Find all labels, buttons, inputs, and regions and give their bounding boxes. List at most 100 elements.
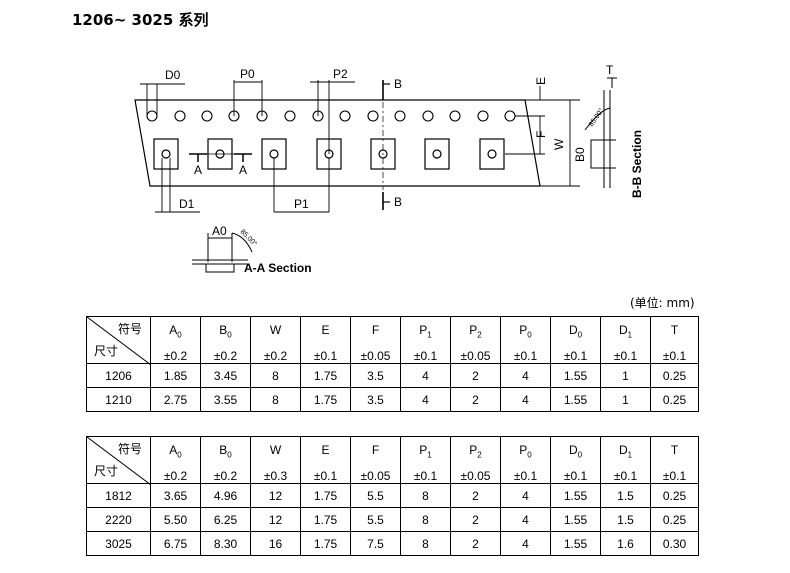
carrier-tape-diagram: D0 P0 P2 B B A A D1 P1 [134,63,644,275]
label-d1: D1 [179,197,195,211]
value-cell: 0.25 [650,387,699,413]
value-cell: 5.5 [350,507,401,533]
symbol-letter: D [568,323,578,337]
column-header: B0±0.2 [200,435,251,485]
column-header: P1 ±0.1 [400,435,451,485]
angle-bb: 85.00° [587,107,605,128]
aa-section-drawing [192,232,253,273]
symbol-subscript: 0 [177,330,182,340]
column-header: B0±0.2 [200,315,251,365]
column-tolerance: ±0.2 [213,469,238,484]
column-tolerance: ±0.05 [460,469,491,484]
symbol-subscript: 2 [477,450,482,460]
column-tolerance: ±0.1 [513,349,538,364]
column-tolerance: ±0.3 [263,469,288,484]
label-a0: A0 [212,224,227,238]
symbol-letter: P [519,443,528,457]
value-cell: 0.25 [650,507,699,533]
column-header: D0±0.1 [550,435,601,485]
symbol-letter: P [469,443,478,457]
column-symbol: B0 [201,323,250,339]
value-cell: 3.5 [350,387,401,413]
column-symbol: E [301,323,350,339]
symbol-letter: P [419,443,428,457]
value-cell: 2.75 [150,387,201,413]
symbol-letter: D [568,443,578,457]
symbol-letter: W [269,443,282,457]
symbol-letter: D [618,443,628,457]
label-d0: D0 [165,68,181,82]
value-cell: 0.25 [650,483,699,509]
symbol-letter: P [419,323,428,337]
column-symbol: A0 [151,323,200,339]
value-cell: 8 [250,363,301,389]
value-cell: 1 [600,363,651,389]
bb-section-title: B-B Section [630,130,644,198]
dim-d1 [155,158,200,213]
value-cell: 3.65 [150,483,201,509]
symbol-letter: A [169,323,178,337]
dim-p0 [233,80,263,116]
column-symbol: T [651,323,698,339]
column-symbol: W [251,323,300,339]
label-p1: P1 [294,197,309,211]
symbol-subscript: 0 [177,450,182,460]
column-tolerance: ±0.05 [360,469,391,484]
symbol-subscript: 1 [627,450,633,460]
value-cell: 2 [450,531,501,557]
label-b0: B0 [573,147,587,162]
size-cell: 2220 [86,507,151,533]
value-cell: 1.55 [550,483,601,509]
page-title: 1206~ 3025 系列 [72,11,209,29]
value-cell: 1 [600,387,651,413]
value-cell: 4 [500,387,551,413]
column-header: D0±0.1 [550,315,601,365]
value-cell: 4 [400,363,451,389]
symbol-subscript: 0 [227,450,232,460]
value-cell: 1.55 [550,507,601,533]
symbol-letter: A [169,443,178,457]
label-a-right: A [239,163,247,177]
value-cell: 12 [250,507,301,533]
symbol-subscript: 0 [577,450,583,460]
value-cell: 6.25 [200,507,251,533]
column-header: W±0.2 [250,315,301,365]
symbol-subscript: 1 [427,450,432,460]
symbol-letter: F [371,323,380,337]
value-cell: 2 [450,483,501,509]
column-symbol: P1 [401,323,450,339]
column-symbol: P2 [451,443,500,459]
column-tolerance: ±0.2 [163,349,188,364]
column-symbol: E [301,443,350,459]
value-cell: 5.50 [150,507,201,533]
dim-p2 [310,80,355,154]
value-cell: 3.45 [200,363,251,389]
corner-size-label: 尺寸 [94,344,119,359]
value-cell: 7.5 [350,531,401,557]
value-cell: 4 [500,363,551,389]
column-symbol: D1 [601,323,650,339]
column-header: E±0.1 [300,435,351,485]
column-header: T ±0.1 [650,315,699,365]
value-cell: 1.5 [600,507,651,533]
label-p2: P2 [333,67,348,81]
column-tolerance: ±0.05 [360,349,391,364]
column-tolerance: ±0.1 [413,469,438,484]
column-tolerance: ±0.05 [460,349,491,364]
column-symbol: P2 [451,323,500,339]
size-cell: 1812 [86,483,151,509]
column-tolerance: ±0.1 [613,469,638,484]
value-cell: 1.75 [300,483,351,509]
symbol-subscript: 0 [227,330,232,340]
column-header: P0±0.1 [500,435,551,485]
column-tolerance: ±0.1 [313,349,338,364]
column-tolerance: ±0.1 [662,349,687,364]
column-header: T±0.1 [650,435,699,485]
value-cell: 3.55 [200,387,251,413]
value-cell: 4 [500,507,551,533]
value-cell: 1.75 [300,363,351,389]
symbol-subscript: 0 [527,450,532,460]
value-cell: 4.96 [200,483,251,509]
